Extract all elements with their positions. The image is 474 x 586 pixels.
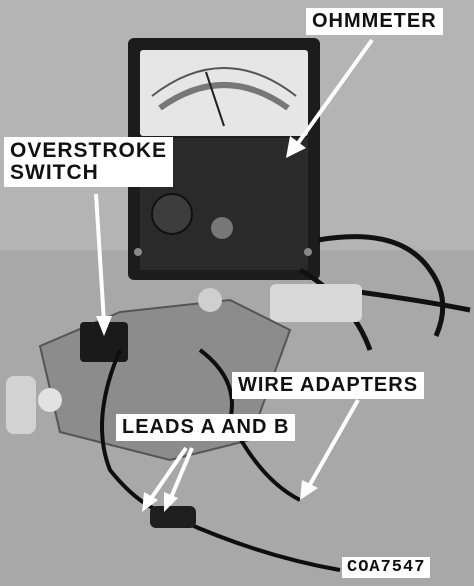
meter-scale-band xyxy=(158,82,290,111)
leads-label-text: LEADS A AND B xyxy=(122,416,290,438)
overstroke-pointer xyxy=(94,193,106,323)
lead-tail xyxy=(179,518,341,572)
range-knob xyxy=(151,193,193,235)
ohmmeter-pointer xyxy=(294,38,374,148)
jack-left xyxy=(134,248,142,256)
ohmmeter-arrowhead xyxy=(286,136,306,158)
overstroke-label-line2: SWITCH xyxy=(10,161,99,185)
overstroke-label-line1: OVERSTROKE xyxy=(10,139,168,162)
lead-a-pointer xyxy=(148,446,188,502)
leads-label: LEADS A AND B xyxy=(116,414,296,441)
overstroke-switch-label: OVERSTROKE SWITCH xyxy=(4,137,174,188)
wire-adapters-pointer xyxy=(306,399,360,489)
terminal-block xyxy=(198,288,222,312)
ohmmeter-label: OHMMETER xyxy=(306,8,443,35)
lead-plug xyxy=(150,506,196,528)
cable-1 xyxy=(317,234,446,338)
meter-scale-arc xyxy=(151,67,297,97)
jack-right xyxy=(304,248,312,256)
adapter-connector xyxy=(270,284,362,322)
wire-adapters-label-text: WIRE ADAPTERS xyxy=(238,374,419,396)
ohmmeter-label-text: OHMMETER xyxy=(312,10,437,32)
bushing xyxy=(38,388,62,412)
figure-code: COA7547 xyxy=(342,557,431,578)
lead-a-arrowhead xyxy=(142,492,158,512)
callout-pointers xyxy=(94,38,374,512)
lead-b-pointer xyxy=(168,447,194,501)
overstroke-switch-body xyxy=(80,322,128,362)
wire-adapters-label: WIRE ADAPTERS xyxy=(232,372,425,399)
overstroke-arrowhead xyxy=(96,316,112,336)
wire-adapters-arrowhead xyxy=(300,480,318,500)
adjust-knob xyxy=(211,217,233,239)
lead-b-arrowhead xyxy=(164,492,178,512)
meter-face xyxy=(140,50,308,136)
meter-needle xyxy=(205,71,225,127)
bracket xyxy=(6,376,36,434)
